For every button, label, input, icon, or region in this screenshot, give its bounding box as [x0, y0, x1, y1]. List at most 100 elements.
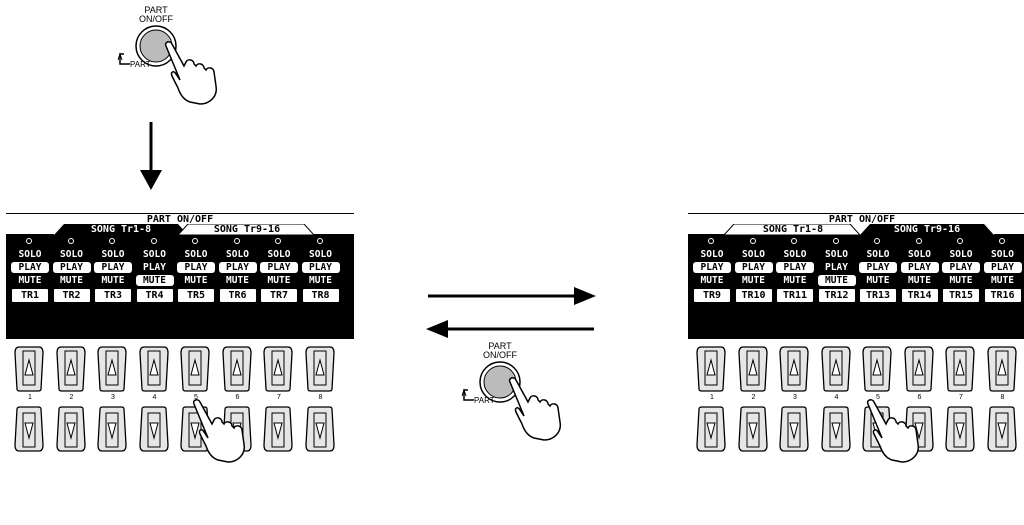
track-label[interactable]: TR9 [694, 289, 730, 302]
up-arrow-button-icon[interactable] [97, 345, 127, 393]
track-label[interactable]: TR5 [178, 289, 214, 302]
mute-label: MUTE [735, 275, 773, 286]
hand-pointer-icon [860, 394, 930, 464]
track-label[interactable]: TR15 [943, 289, 979, 302]
solo-label: SOLO [260, 249, 298, 260]
play-label: PLAY [302, 262, 340, 273]
track-label[interactable]: TR6 [220, 289, 256, 302]
down-arrow-button-icon[interactable] [305, 405, 335, 453]
button-number: 4 [135, 394, 175, 401]
button-number: 2 [52, 394, 92, 401]
led-icon [26, 238, 32, 244]
play-label: PLAY [735, 262, 773, 273]
button-column: 2 [734, 345, 774, 525]
tab-song-tr9-16[interactable]: SONG Tr9-16 [862, 224, 992, 235]
button-number: 4 [817, 394, 857, 401]
down-arrow-button-icon[interactable] [56, 405, 86, 453]
button-column: 7 [941, 345, 981, 525]
track-label[interactable]: TR2 [54, 289, 90, 302]
track-buttons-right: 12345678 [688, 345, 1024, 525]
up-arrow-button-icon[interactable] [904, 345, 934, 393]
button-number: 1 [692, 394, 732, 401]
track-column: SOLOPLAYMUTETR11 [775, 235, 815, 339]
up-arrow-button-icon[interactable] [14, 345, 44, 393]
down-arrow-button-icon[interactable] [139, 405, 169, 453]
led-icon [999, 238, 1005, 244]
mute-label: MUTE [11, 275, 49, 286]
tab-song-tr1-8[interactable]: SONG Tr1-8 [56, 224, 186, 235]
down-arrow-button-icon[interactable] [14, 405, 44, 453]
play-label: PLAY [942, 262, 980, 273]
down-arrow-button-icon[interactable] [738, 405, 768, 453]
up-arrow-button-icon[interactable] [945, 345, 975, 393]
play-label: PLAY [94, 262, 132, 273]
led-icon [874, 238, 880, 244]
mute-label: MUTE [136, 275, 174, 286]
led-icon [151, 238, 157, 244]
track-label[interactable]: TR1 [12, 289, 48, 302]
button-column: 1 [692, 345, 732, 525]
track-label[interactable]: TR14 [902, 289, 938, 302]
down-arrow-button-icon[interactable] [779, 405, 809, 453]
up-arrow-button-icon[interactable] [139, 345, 169, 393]
track-column: SOLOPLAYMUTETR8 [301, 235, 341, 339]
button-column: 1 [10, 345, 50, 525]
part-onoff-knob-top[interactable]: PART ON/OFF PART [108, 0, 228, 110]
up-arrow-button-icon[interactable] [821, 345, 851, 393]
up-arrow-button-icon[interactable] [222, 345, 252, 393]
track-label[interactable]: TR3 [95, 289, 131, 302]
mute-label: MUTE [693, 275, 731, 286]
track-label[interactable]: TR4 [137, 289, 173, 302]
track-column: SOLOPLAYMUTETR6 [218, 235, 258, 339]
down-arrow-button-icon[interactable] [987, 405, 1017, 453]
up-arrow-button-icon[interactable] [696, 345, 726, 393]
down-arrow-button-icon[interactable] [97, 405, 127, 453]
solo-label: SOLO [776, 249, 814, 260]
solo-label: SOLO [219, 249, 257, 260]
down-arrow-button-icon[interactable] [945, 405, 975, 453]
play-label: PLAY [859, 262, 897, 273]
solo-label: SOLO [53, 249, 91, 260]
up-arrow-button-icon[interactable] [738, 345, 768, 393]
led-icon [317, 238, 323, 244]
solo-label: SOLO [735, 249, 773, 260]
led-icon [957, 238, 963, 244]
down-arrow-button-icon[interactable] [263, 405, 293, 453]
button-number: 3 [775, 394, 815, 401]
track-label[interactable]: TR7 [261, 289, 297, 302]
hand-pointer-icon [186, 394, 256, 464]
track-label[interactable]: TR16 [985, 289, 1021, 302]
down-arrow-button-icon[interactable] [821, 405, 851, 453]
play-label: PLAY [177, 262, 215, 273]
play-label: PLAY [136, 262, 174, 273]
solo-label: SOLO [136, 249, 174, 260]
button-column: 2 [52, 345, 92, 525]
down-arrow-button-icon[interactable] [696, 405, 726, 453]
part-onoff-knob-middle[interactable]: PART ON/OFF PART [452, 336, 572, 446]
play-label: PLAY [260, 262, 298, 273]
solo-label: SOLO [901, 249, 939, 260]
up-arrow-button-icon[interactable] [779, 345, 809, 393]
tab-song-tr9-16[interactable]: SONG Tr9-16 [182, 224, 312, 235]
track-label[interactable]: TR11 [777, 289, 813, 302]
up-arrow-button-icon[interactable] [263, 345, 293, 393]
mute-label: MUTE [219, 275, 257, 286]
button-column: 4 [817, 345, 857, 525]
tab-song-tr1-8[interactable]: SONG Tr1-8 [728, 224, 858, 235]
play-label: PLAY [693, 262, 731, 273]
up-arrow-button-icon[interactable] [862, 345, 892, 393]
track-label[interactable]: TR12 [819, 289, 855, 302]
up-arrow-button-icon[interactable] [305, 345, 335, 393]
up-arrow-button-icon[interactable] [56, 345, 86, 393]
button-column: 8 [301, 345, 341, 525]
solo-label: SOLO [942, 249, 980, 260]
mute-label: MUTE [53, 275, 91, 286]
button-number: 7 [259, 394, 299, 401]
track-label[interactable]: TR10 [736, 289, 772, 302]
up-arrow-button-icon[interactable] [180, 345, 210, 393]
track-label[interactable]: TR8 [303, 289, 339, 302]
track-label[interactable]: TR13 [860, 289, 896, 302]
play-label: PLAY [901, 262, 939, 273]
led-icon [750, 238, 756, 244]
up-arrow-button-icon[interactable] [987, 345, 1017, 393]
